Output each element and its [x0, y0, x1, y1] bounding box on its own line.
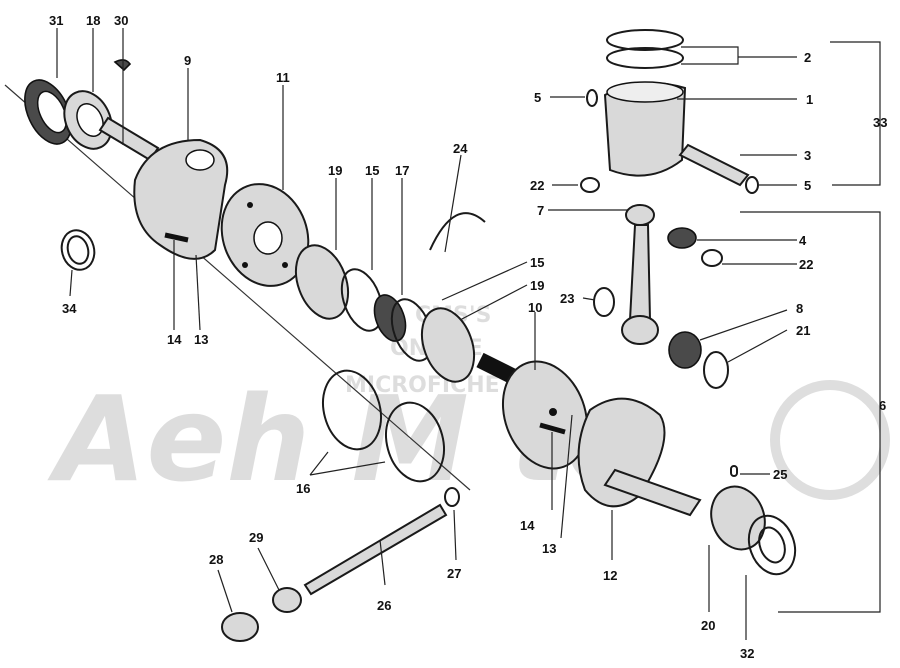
- callout-17: 17: [395, 163, 409, 178]
- crank-half-12: [577, 397, 702, 517]
- watermark-line3: MICROFICHE: [345, 373, 500, 398]
- pin-14-right: [539, 422, 566, 435]
- crank-half-9: [133, 138, 229, 260]
- callout-27: 27: [447, 566, 461, 581]
- callout-22-left: 22: [530, 178, 544, 193]
- callout-22-right: 22: [799, 257, 813, 272]
- washer-15-left: [340, 268, 384, 332]
- left-shaft: [98, 116, 160, 162]
- callout-29: 29: [249, 530, 263, 545]
- spacer-17: [373, 294, 407, 342]
- callout-19-top: 19: [328, 163, 342, 178]
- washer-21: [703, 351, 729, 389]
- washer-22-right: [701, 249, 723, 267]
- callout-13-left: 13: [194, 332, 208, 347]
- callout-8: 8: [796, 301, 803, 316]
- callout-1: 1: [806, 92, 813, 107]
- callout-5-left: 5: [534, 90, 541, 105]
- bearing-18: [63, 90, 113, 150]
- washer-22-left: [580, 177, 600, 193]
- ring-16a: [322, 369, 382, 451]
- leader-lines: [56, 28, 881, 640]
- callout-28: 28: [209, 552, 223, 567]
- callout-16: 16: [296, 481, 310, 496]
- callout-3: 3: [804, 148, 811, 163]
- washer-23: [593, 287, 615, 317]
- shaft-26: [303, 503, 448, 596]
- callout-12: 12: [603, 568, 617, 583]
- bearing-29: [272, 587, 302, 613]
- piston-pin-3: [678, 143, 750, 187]
- crank-web-10: [476, 352, 589, 470]
- callout-11: 11: [276, 70, 290, 85]
- pin-25: [730, 465, 738, 477]
- callout-25: 25: [773, 467, 787, 482]
- clip-5-left: [586, 89, 598, 107]
- callout-15-top: 15: [365, 163, 379, 178]
- seal-32: [747, 514, 797, 576]
- callout-13-right: 13: [542, 541, 556, 556]
- callout-14-right: 14: [520, 518, 535, 533]
- callout-23: 23: [560, 291, 574, 306]
- washer-27: [444, 487, 460, 507]
- axis-line: [4, 84, 471, 491]
- nut-28: [221, 612, 259, 642]
- callout-32: 32: [740, 646, 754, 661]
- callout-5-right: 5: [804, 178, 811, 193]
- bearing-19-left: [294, 244, 350, 320]
- callout-15-mid: 15: [530, 255, 544, 270]
- callout-31: 31: [49, 13, 63, 28]
- ring-16b: [385, 401, 445, 483]
- callout-labels: 31 18 30 9 11 19 15 17 24 15 19 10 34 14…: [49, 13, 887, 661]
- piston-1: [603, 29, 687, 177]
- callout-4: 4: [799, 233, 807, 248]
- callout-14-left: 14: [167, 332, 182, 347]
- con-rod-7: [621, 204, 659, 345]
- bearing-4: [667, 227, 697, 249]
- callout-6: 6: [879, 398, 886, 413]
- callout-21: 21: [796, 323, 810, 338]
- callout-33: 33: [873, 115, 887, 130]
- callout-20: 20: [701, 618, 715, 633]
- callout-26: 26: [377, 598, 391, 613]
- callout-19-mid: 19: [530, 278, 544, 293]
- bearing-8: [668, 331, 702, 369]
- flywheel-11: [220, 183, 310, 287]
- clip-5-right: [745, 176, 759, 194]
- washer-34: [60, 229, 96, 271]
- callout-30: 30: [114, 13, 128, 28]
- callout-34: 34: [62, 301, 77, 316]
- snap-ring-24: [429, 212, 486, 251]
- bearing-19-right: [420, 307, 476, 383]
- callout-18: 18: [86, 13, 100, 28]
- callout-10: 10: [528, 300, 542, 315]
- bearing-20: [710, 485, 766, 551]
- callout-7: 7: [537, 203, 544, 218]
- callout-24: 24: [453, 141, 468, 156]
- pin-14-left: [164, 232, 189, 243]
- callout-9: 9: [184, 53, 191, 68]
- callout-2: 2: [804, 50, 811, 65]
